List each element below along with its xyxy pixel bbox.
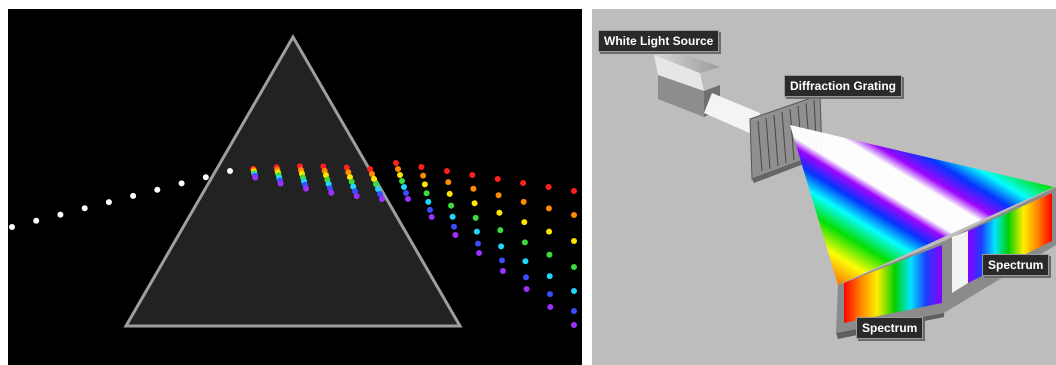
refracted-light-dot xyxy=(347,174,353,181)
spectrum-label-bottom: Spectrum xyxy=(856,317,924,339)
dispersed-light-dot xyxy=(521,239,528,246)
refracted-light-dot xyxy=(352,188,358,195)
white-light-dot xyxy=(154,186,161,193)
dispersed-light-dot xyxy=(523,286,530,292)
diffraction-grating-label: Diffraction Grating xyxy=(784,75,903,97)
refracted-light-dot xyxy=(371,176,377,182)
refracted-light-dot xyxy=(345,169,352,176)
refracted-light-dot xyxy=(252,174,259,181)
dispersed-light-dot xyxy=(546,273,553,280)
prism-diagram xyxy=(9,34,577,328)
dispersed-light-dot xyxy=(571,288,577,294)
diffraction-grating-panel: White Light Source Diffraction Grating S… xyxy=(592,9,1056,365)
refracted-light-dot xyxy=(343,164,350,171)
dispersed-light-dot xyxy=(421,181,428,188)
white-light-dot xyxy=(227,168,233,174)
dispersed-light-dot xyxy=(451,223,457,230)
dispersed-light-dot xyxy=(571,264,577,270)
dispersed-light-dot xyxy=(545,205,552,212)
dispersed-light-dot xyxy=(523,274,529,281)
diffracted-light-fan xyxy=(790,125,1054,285)
refracted-beam-inside-prism xyxy=(250,163,385,202)
dispersed-light-dot xyxy=(427,206,433,213)
dispersed-light-dot xyxy=(446,190,453,197)
dispersed-light-dot xyxy=(448,202,455,209)
dispersed-light-dot xyxy=(494,176,501,182)
dispersed-light-dot xyxy=(445,179,452,186)
white-light-beam-to-grating xyxy=(704,93,760,135)
dispersed-light-dot xyxy=(405,196,411,202)
refracted-light-dot xyxy=(377,191,383,197)
diffraction-grating-diagram xyxy=(654,51,1056,339)
dispersed-light-dot xyxy=(571,212,577,218)
dispersed-light-dot xyxy=(547,304,554,310)
dispersed-light-dot xyxy=(423,190,430,197)
dispersed-light-dot xyxy=(499,268,506,274)
white-light-dot xyxy=(57,211,64,218)
white-light-dot xyxy=(33,217,40,224)
dispersed-light-dot xyxy=(497,227,504,234)
prism-dispersion-panel xyxy=(8,9,582,365)
dispersed-light-dot xyxy=(449,213,456,220)
refracted-light-dot xyxy=(369,171,375,177)
white-light-dot xyxy=(81,205,88,212)
prism-triangle xyxy=(123,34,463,328)
refracted-light-dot xyxy=(348,178,355,185)
dispersed-light-dot xyxy=(498,243,505,250)
white-light-beam xyxy=(9,168,233,230)
dispersed-light-dot xyxy=(425,198,432,205)
spectrum-label-right: Spectrum xyxy=(982,254,1050,276)
refracted-light-dot xyxy=(375,186,381,192)
refracted-light-dot xyxy=(379,196,385,202)
dispersed-light-dot xyxy=(476,250,483,256)
dispersed-light-dot xyxy=(499,257,505,264)
refracted-light-dot xyxy=(277,180,284,187)
dispersed-light-dot xyxy=(546,251,553,258)
dispersed-light-dot xyxy=(496,209,503,216)
dispersed-light-dot xyxy=(403,190,409,196)
dispersed-light-dot xyxy=(546,228,553,235)
refracted-light-dot xyxy=(328,189,335,196)
dispersed-light-dot xyxy=(471,200,478,207)
refracted-light-dot xyxy=(350,183,357,190)
white-light-dot xyxy=(105,199,112,206)
dispersed-light-dot xyxy=(397,172,403,178)
white-light-dot xyxy=(178,180,185,187)
dispersed-light-dot xyxy=(495,192,502,199)
dispersed-light-dot xyxy=(469,172,476,178)
dispersed-light-dot xyxy=(393,160,399,166)
white-light-dot xyxy=(130,192,137,199)
dispersed-light-dot xyxy=(547,291,553,298)
dispersed-light-dot xyxy=(521,219,528,226)
dispersed-light-dot xyxy=(401,184,407,190)
dispersed-light-dot xyxy=(520,180,527,186)
dispersed-light-dot xyxy=(571,238,577,244)
dispersed-light-dot xyxy=(520,198,527,205)
white-light-source-label: White Light Source xyxy=(598,30,720,52)
refracted-light-dot xyxy=(353,193,360,200)
white-light-dot xyxy=(9,224,15,230)
dispersed-spectrum-beam xyxy=(393,160,577,328)
dispersed-light-dot xyxy=(475,240,481,247)
refracted-light-dot xyxy=(367,166,373,172)
dispersed-light-dot xyxy=(473,228,480,235)
dispersed-light-dot xyxy=(395,166,401,172)
dispersed-light-dot xyxy=(571,188,577,194)
dispersed-light-dot xyxy=(428,214,435,220)
dispersed-light-dot xyxy=(399,178,405,184)
dispersed-light-dot xyxy=(452,232,459,238)
refracted-light-dot xyxy=(303,185,309,192)
dispersed-light-dot xyxy=(571,322,577,328)
dispersed-light-dot xyxy=(470,185,477,192)
refracted-light-dot xyxy=(373,181,379,187)
dispersed-light-dot xyxy=(522,258,529,265)
white-light-dot xyxy=(202,174,209,181)
dispersed-light-dot xyxy=(472,214,479,221)
dispersed-light-dot xyxy=(420,172,427,179)
dispersed-light-dot xyxy=(545,184,552,190)
dispersed-light-dot xyxy=(571,308,577,314)
dispersed-light-dot xyxy=(443,168,450,174)
dispersed-light-dot xyxy=(418,164,425,170)
